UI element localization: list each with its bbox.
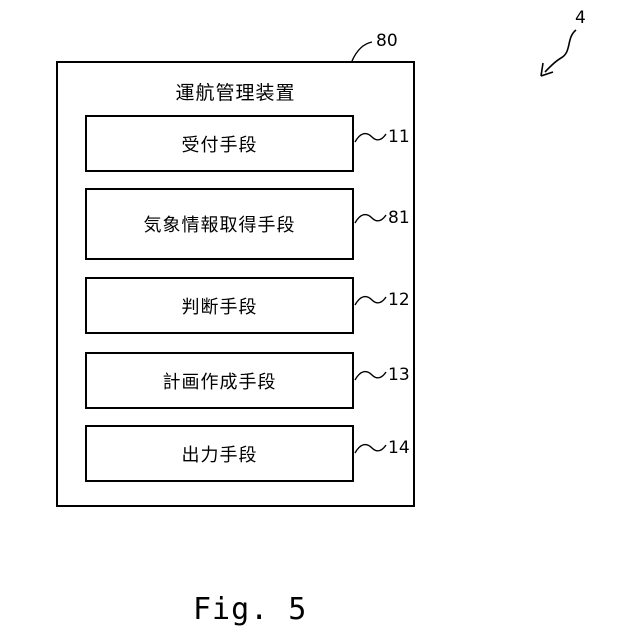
- module-plan-creation: 計画作成手段: [85, 352, 354, 409]
- device-title: 運航管理装置: [56, 78, 415, 105]
- module-label: 判断手段: [182, 293, 258, 319]
- module-output: 出力手段: [85, 425, 354, 482]
- module-label: 出力手段: [182, 441, 258, 467]
- module-reception: 受付手段: [85, 115, 354, 172]
- module-judgment: 判断手段: [85, 277, 354, 334]
- module-ref-number: 81: [388, 208, 410, 228]
- module-label: 計画作成手段: [163, 368, 277, 394]
- module-label: 受付手段: [182, 131, 258, 157]
- module-ref-number: 13: [388, 365, 410, 385]
- module-ref-number: 12: [388, 290, 410, 310]
- module-weather-acquisition: 気象情報取得手段: [85, 188, 354, 260]
- module-ref-number: 14: [388, 438, 410, 458]
- figure-ref-number: 4: [575, 8, 586, 28]
- figure-ref-arrow: [545, 30, 576, 72]
- device-ref-number: 80: [376, 31, 398, 51]
- figure-caption: Fig. 5: [193, 592, 307, 627]
- module-ref-number: 11: [388, 127, 410, 147]
- module-label: 気象情報取得手段: [144, 211, 296, 237]
- leader-line-80: [352, 42, 372, 61]
